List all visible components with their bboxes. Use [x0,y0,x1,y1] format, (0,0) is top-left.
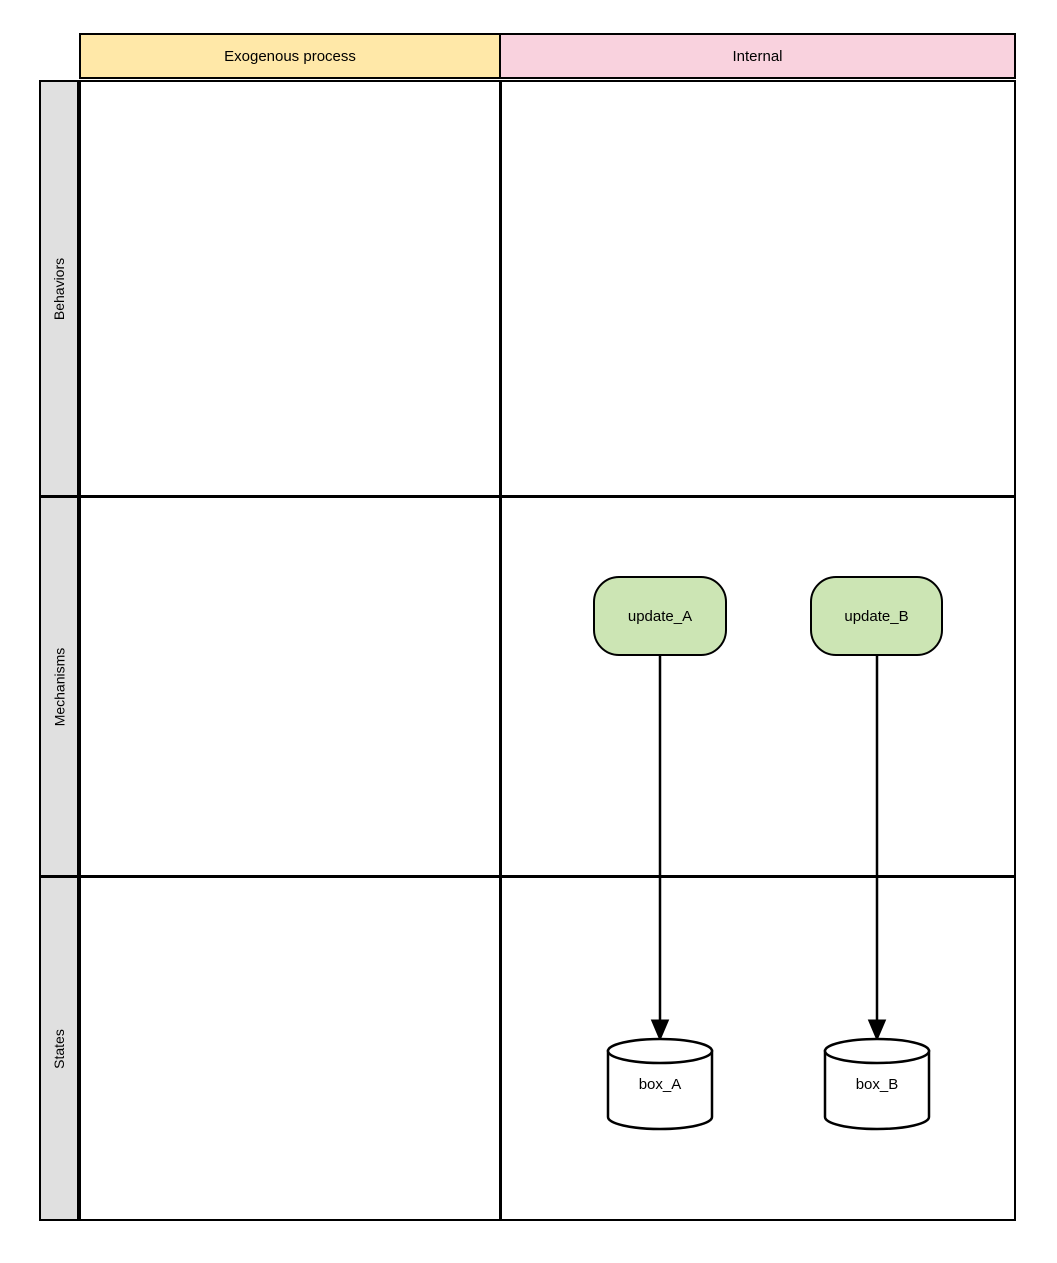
swimlane-matrix: Exogenous process Internal Behaviors Mec… [39,33,1016,1221]
cell-mechanisms-exogenous [79,496,501,877]
node-update-a-label: update_A [627,607,693,625]
column-header-row: Exogenous process Internal [79,33,1016,79]
cell-behaviors-internal [500,80,1016,497]
column-header-exogenous: Exogenous process [79,33,500,79]
node-box-a[interactable]: box_A [606,1037,714,1131]
row-label-behaviors: Behaviors [39,80,79,497]
column-header-internal: Internal [500,33,1016,79]
node-update-b[interactable]: update_B [810,576,943,656]
node-update-b-label: update_B [844,607,909,625]
row-label-mechanisms-text: Mechanisms [51,647,67,726]
row-label-states: States [39,876,79,1221]
row-label-gutter: Behaviors Mechanisms States [39,80,79,1221]
node-update-a[interactable]: update_A [593,576,727,656]
column-header-internal-label: Internal [732,47,783,65]
column-header-exogenous-label: Exogenous process [224,47,356,65]
cylinder-shape-box-a [606,1037,714,1131]
node-box-b[interactable]: box_B [823,1037,931,1131]
cylinder-shape-box-b [823,1037,931,1131]
cell-mechanisms-internal [500,496,1016,877]
row-label-mechanisms: Mechanisms [39,496,79,877]
cell-behaviors-exogenous [79,80,501,497]
row-label-behaviors-text: Behaviors [51,257,68,320]
cell-states-internal [500,876,1016,1221]
matrix-cells [79,80,1016,1221]
cell-states-exogenous [79,876,501,1221]
row-label-states-text: States [51,1028,68,1069]
